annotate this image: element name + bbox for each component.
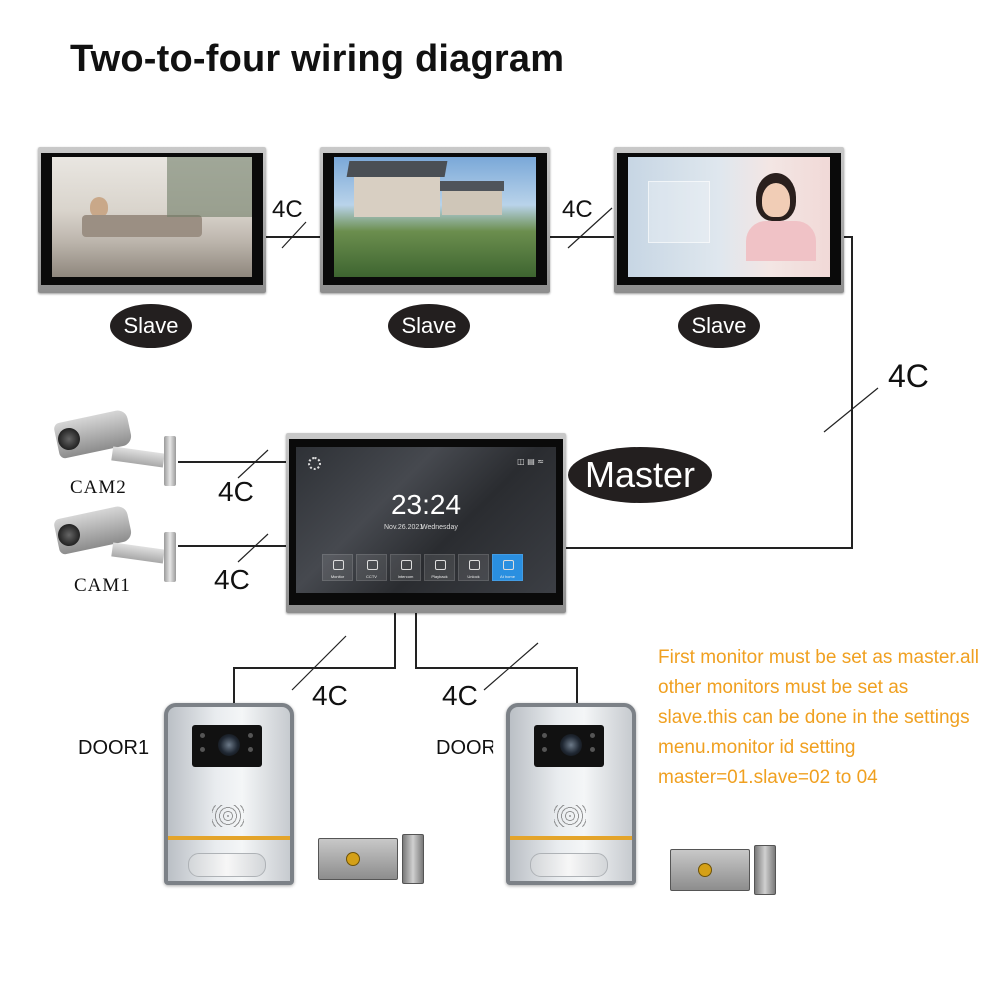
master-screen: ◫ ▤ ≈ 23:24 Nov.26.2021 Wednesday Monito…: [296, 447, 556, 593]
tick-door1: [291, 635, 347, 691]
slave-monitor-3: [614, 147, 844, 293]
status-icons: ◫ ▤ ≈: [517, 457, 544, 466]
cable-label-slave1-slave2: 4C: [272, 196, 303, 223]
door-label-2: DOOR2: [436, 737, 508, 759]
speaker-grille-1: [212, 805, 244, 827]
menu-unlock[interactable]: Unlock: [458, 554, 489, 581]
camera-label-cam1: CAM1: [74, 575, 131, 596]
cable-label-door2: 4C: [442, 680, 478, 711]
wire-slave3-master: [565, 236, 853, 549]
slave-monitor-2: [320, 147, 550, 293]
tick-cam1: [237, 533, 269, 563]
eye-icon: [333, 560, 344, 570]
villa-screen: [334, 157, 536, 277]
sd-card-icon: ▤: [527, 457, 535, 466]
speaker-grille-2: [554, 805, 586, 827]
gear-icon[interactable]: [308, 457, 321, 470]
cable-label-door1: 4C: [312, 680, 348, 711]
cable-label-cam2: 4C: [218, 476, 254, 507]
master-menu-bar: Monitor CCTV Intercom Playback Unlock At…: [322, 554, 523, 581]
unlock-icon: [469, 560, 480, 570]
tick-door2: [483, 642, 539, 691]
clock-weekday: Wednesday: [421, 524, 458, 531]
door-camera-2: [534, 725, 604, 767]
camera-cam2: [53, 408, 180, 488]
clock-time: 23:24: [390, 489, 462, 520]
setup-note: First monitor must be set as master.all …: [658, 647, 979, 788]
wifi-icon: ≈: [537, 457, 544, 466]
electric-lock-1: [318, 834, 424, 884]
menu-intercom[interactable]: Intercom: [390, 554, 421, 581]
tick-slave3-master: [823, 387, 879, 433]
tick-cam2: [237, 449, 269, 479]
door-station-1: [164, 703, 294, 885]
key-icon: [346, 852, 360, 866]
tick-slave1-slave2: [281, 221, 307, 249]
menu-at-home[interactable]: At home: [492, 554, 523, 581]
menu-playback[interactable]: Playback: [424, 554, 455, 581]
page-title: Two-to-four wiring diagram: [70, 38, 565, 80]
electric-lock-2: [670, 845, 776, 895]
shield-icon: ◫: [517, 457, 525, 466]
playback-icon: [435, 560, 446, 570]
camera-label-cam2: CAM2: [70, 477, 127, 498]
door-camera-1: [192, 725, 262, 767]
wire-master-door2: [415, 612, 578, 705]
call-button-2[interactable]: [530, 853, 608, 877]
phone-icon: [401, 560, 412, 570]
master-label: Master: [568, 447, 712, 503]
master-monitor: ◫ ▤ ≈ 23:24 Nov.26.2021 Wednesday Monito…: [286, 433, 566, 613]
cable-label-slave3-master: 4C: [888, 358, 929, 394]
cable-label-slave2-slave3: 4C: [562, 196, 593, 223]
door-station-2: [506, 703, 636, 885]
door-label-1: DOOR1: [78, 737, 150, 759]
call-button-1[interactable]: [188, 853, 266, 877]
menu-monitor[interactable]: Monitor: [322, 554, 353, 581]
cable-label-cam1: 4C: [214, 564, 250, 595]
clock-date: Nov.26.2021: [384, 524, 424, 531]
tick-slave2-slave3: [567, 207, 613, 249]
living-room-screen: [52, 157, 252, 277]
slave-label-3: Slave: [678, 304, 760, 348]
menu-cctv[interactable]: CCTV: [356, 554, 387, 581]
key-icon: [698, 863, 712, 877]
woman-screen: [628, 157, 830, 277]
camera-cam1: [53, 504, 180, 584]
slave-label-1: Slave: [110, 304, 192, 348]
slave-label-2: Slave: [388, 304, 470, 348]
slave-monitor-1: [38, 147, 266, 293]
camera-icon: [367, 560, 378, 570]
home-icon: [503, 560, 514, 570]
